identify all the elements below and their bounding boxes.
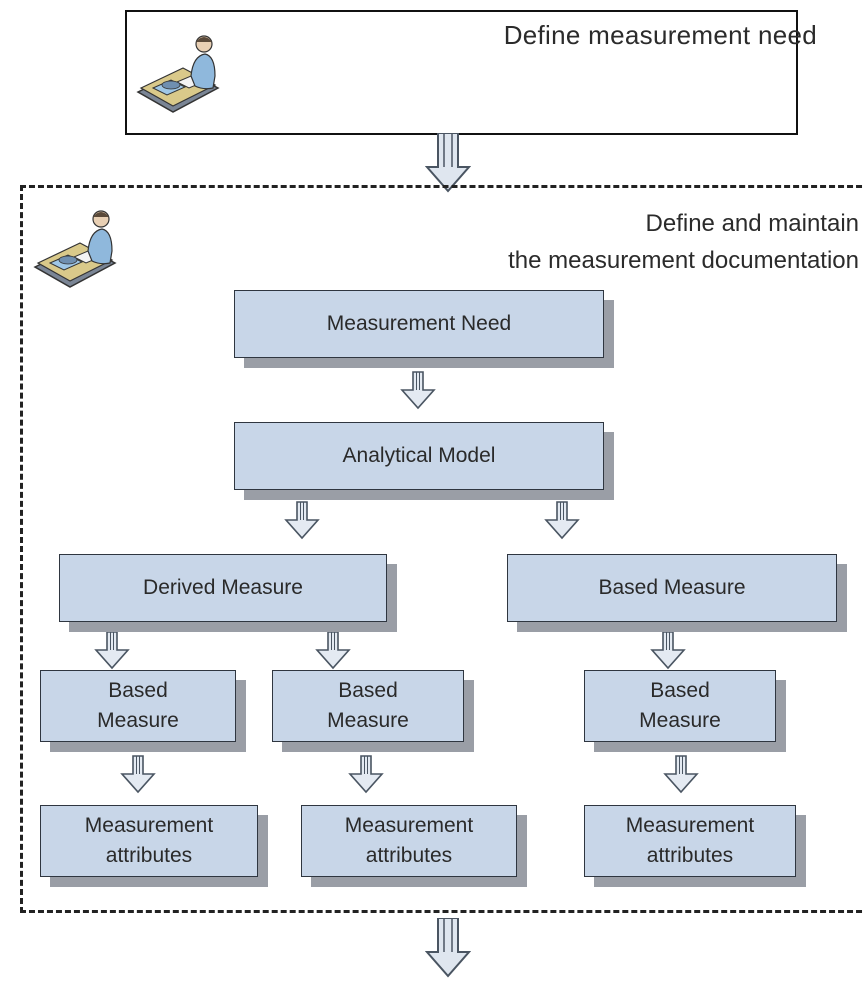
define-measurement-need-box (125, 10, 798, 135)
node-label-line-2: attributes (365, 844, 453, 867)
arrow-down-icon (425, 918, 471, 978)
measurement-documentation-frame (20, 185, 863, 913)
define-measurement-need-title: Define measurement need (503, 20, 817, 50)
node-label-line-1: Measurement (625, 814, 755, 837)
person-at-desk-icon (33, 210, 117, 288)
arrow-down-icon (285, 501, 319, 539)
node-label-line-2: Measure (639, 709, 721, 732)
arrow-down-icon (664, 755, 698, 793)
arrow-down-icon (545, 501, 579, 539)
measurement-attributes-node: Measurement attributes (301, 805, 517, 877)
node-label-line-2: attributes (646, 844, 734, 867)
based-measure-node: Based Measure (507, 554, 837, 622)
node-label-line-2: attributes (105, 844, 193, 867)
frame-title-line-2: the measurement documentation (508, 247, 859, 274)
arrow-down-icon (121, 755, 155, 793)
arrow-down-icon (401, 371, 435, 409)
measurement-attributes-node: Measurement attributes (40, 805, 258, 877)
frame-title-line-1: Define and maintain (645, 210, 859, 237)
node-label-line-1: Based (650, 679, 710, 702)
based-measure-node: Based Measure (40, 670, 236, 742)
node-label-line-2: Measure (327, 709, 409, 732)
arrow-down-icon (95, 631, 129, 669)
node-label: Analytical Model (342, 444, 496, 467)
arrow-down-icon (349, 755, 383, 793)
node-label-line-1: Measurement (84, 814, 214, 837)
person-at-desk-icon (136, 35, 220, 113)
arrow-down-icon (316, 631, 350, 669)
arrow-down-icon (425, 133, 471, 193)
node-label-line-2: Measure (97, 709, 179, 732)
node-label-line-1: Measurement (344, 814, 474, 837)
node-label-line-1: Based (338, 679, 398, 702)
measurement-need-node: Measurement Need (234, 290, 604, 358)
node-label: Measurement Need (326, 312, 512, 335)
arrow-down-icon (651, 631, 685, 669)
derived-measure-node: Derived Measure (59, 554, 387, 622)
measurement-attributes-node: Measurement attributes (584, 805, 796, 877)
node-label-line-1: Based (108, 679, 168, 702)
analytical-model-node: Analytical Model (234, 422, 604, 490)
frame-title: Define and maintain the measurement docu… (508, 205, 859, 279)
node-label: Derived Measure (143, 576, 303, 599)
based-measure-node: Based Measure (584, 670, 776, 742)
node-label: Based Measure (598, 576, 746, 599)
based-measure-node: Based Measure (272, 670, 464, 742)
